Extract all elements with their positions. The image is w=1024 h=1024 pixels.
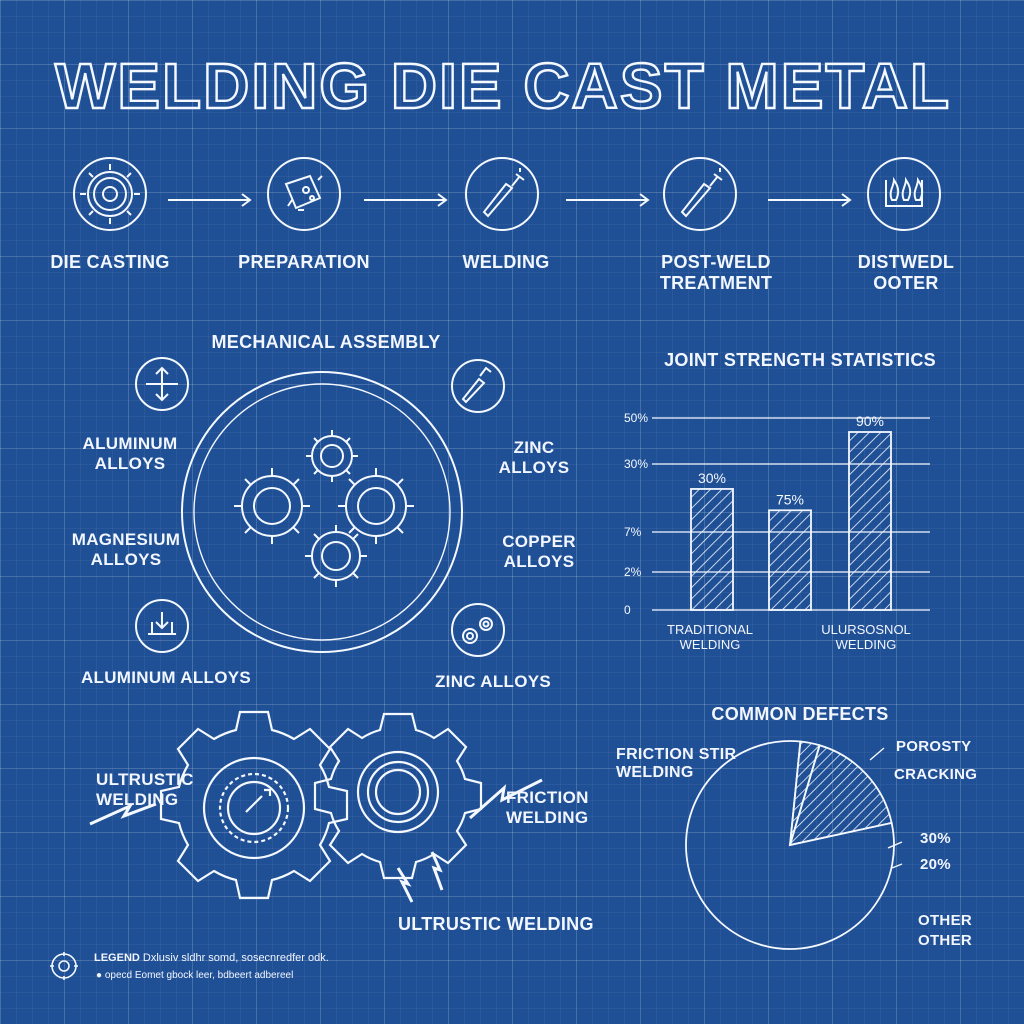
process-step-label: DIE CASTING: [50, 252, 170, 272]
process-label: ULTRUSTIC WELDING: [96, 770, 194, 809]
material-label: ZINC ALLOYS: [498, 438, 570, 477]
pie-slice: [685, 740, 895, 950]
leader-line: [869, 747, 885, 761]
leader-line: [891, 863, 903, 869]
assembly-title: MECHANICAL ASSEMBLY: [211, 332, 441, 352]
x-tick-label: TRADITIONAL WELDING: [667, 622, 753, 652]
bar: [848, 431, 892, 611]
welding-torch-icon: [663, 157, 737, 231]
die-plate-icon: [267, 157, 341, 231]
leader-line: [887, 841, 903, 849]
bar-data-label: 90%: [856, 413, 884, 429]
small-gears-icon: [451, 603, 505, 657]
y-tick-label: 50%: [624, 411, 648, 425]
material-label: ALUMINUM ALLOYS: [82, 434, 178, 473]
process-step-label: WELDING: [462, 252, 550, 272]
bar-data-label: 30%: [698, 470, 726, 486]
material-label: ALUMINUM ALLOYS: [80, 668, 252, 687]
bullet-icon: ●: [96, 970, 103, 981]
lightning-icon: [89, 778, 543, 903]
y-tick-label: 7%: [624, 525, 642, 539]
pie-annotation: 20%: [920, 856, 951, 873]
pie-slice-label: CRACKING: [894, 766, 978, 783]
material-label: ZINC ALLOYS: [435, 672, 551, 691]
welding-torch-icon: [465, 157, 539, 231]
bar-chart: 50% 30% 7% 2% 0 30% 75% 90%: [624, 411, 930, 617]
legend-text: opecd Eomet gbock leer, bdbeert adbereel: [104, 970, 294, 981]
process-step-label: POST-WELD TREATMENT: [659, 252, 773, 293]
process-icons: [73, 157, 941, 231]
bar-chart-title: JOINT STRENGTH STATISTICS: [664, 350, 936, 370]
flame-icon: [867, 157, 941, 231]
gear-icon: [50, 952, 78, 980]
legend-title: LEGEND: [94, 952, 140, 964]
pie-annotation: 30%: [920, 830, 951, 847]
pie-annotation: FRICTION STIR WELDING: [616, 746, 737, 781]
x-tick-label: ULURSOSNOL WELDING: [821, 622, 911, 652]
material-label: MAGNESIUM ALLOYS: [71, 530, 181, 569]
y-tick-label: 2%: [624, 565, 642, 579]
page-title: WELDING DIE CAST METAL: [54, 49, 951, 123]
welding-torch-icon: [451, 359, 505, 413]
gear-icon: [313, 712, 483, 880]
bar: [690, 488, 734, 611]
clamp-icon: [135, 599, 189, 653]
assembly-diagram: [135, 357, 505, 657]
arrow-icon: [168, 193, 852, 207]
process-step-label: DISTWEDL OOTER: [857, 252, 955, 293]
gear-cluster-icon: [234, 430, 414, 587]
process-step-label: PREPARATION: [238, 252, 370, 272]
y-tick-label: 0: [624, 603, 631, 617]
page-title-text: WELDING DIE CAST METAL: [55, 50, 951, 122]
legend-text: Dxlusiv sldhr somd, sosecnredfer odk.: [142, 952, 329, 964]
pie-slice-label: POROSTY: [896, 738, 972, 755]
process-label: ULTRUSTIC WELDING: [398, 914, 594, 934]
pie-slice: [788, 744, 893, 847]
pie-chart-title: COMMON DEFECTS: [711, 704, 889, 724]
pie-annotation: OTHER: [918, 932, 972, 949]
process-label: FRICTION WELDING: [506, 788, 589, 827]
cross-arrows-icon: [135, 357, 189, 411]
pie-slice-label: OTHER: [918, 912, 972, 929]
material-label: COPPER ALLOYS: [502, 532, 576, 571]
y-tick-label: 30%: [624, 457, 648, 471]
bar-data-label: 75%: [776, 491, 804, 507]
gear-icon: [73, 157, 147, 231]
bar: [768, 509, 812, 611]
gears-diagram: [89, 710, 543, 903]
gear-icon: [159, 710, 349, 900]
